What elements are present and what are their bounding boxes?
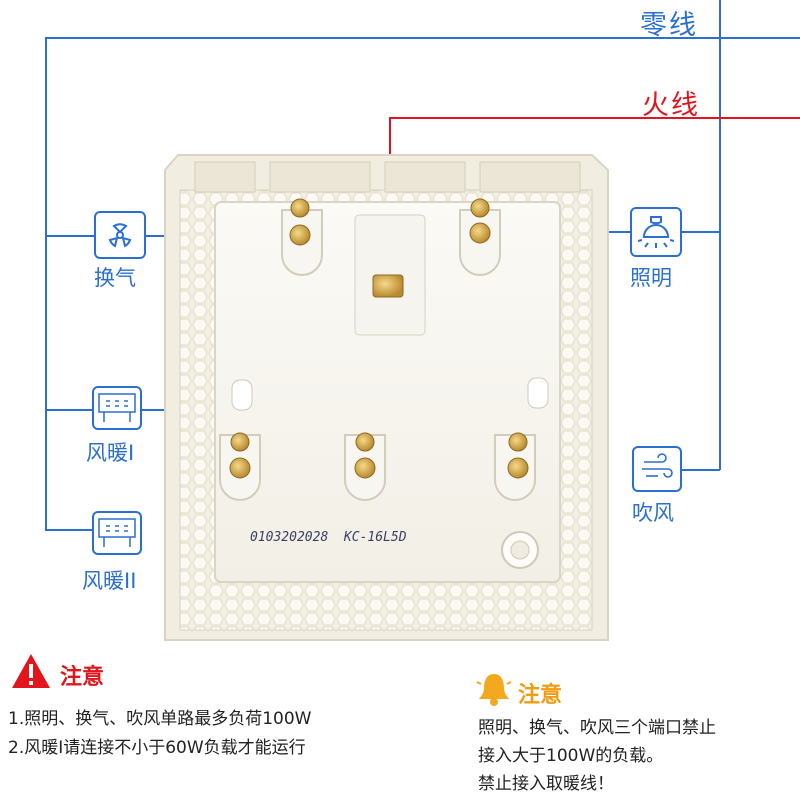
port-blower — [632, 446, 682, 492]
note-right-title: 注意 — [518, 683, 563, 708]
note-right-line-1: 照明、换气、吹风三个端口禁止 — [478, 718, 716, 738]
heater-icon — [98, 393, 136, 422]
note-left-line-2: 2.风暖I请连接不小于60W负载才能运行 — [8, 738, 306, 758]
note-right-line-2: 接入大于100W的负载。 — [478, 746, 664, 766]
port-blower-label: 吹风 — [632, 501, 674, 525]
port-lighting-label: 照明 — [630, 266, 672, 290]
port-ventilation-label: 换气 — [94, 266, 136, 290]
live-wire-label: 火线 — [642, 90, 700, 121]
neutral-wire-label: 零线 — [640, 10, 698, 41]
wind-icon — [642, 453, 673, 478]
port-heater-2-label: 风暖II — [82, 569, 137, 593]
bell-icon — [476, 674, 512, 706]
note-left-line-1: 1.照明、换气、吹风单路最多负荷100W — [8, 709, 312, 729]
port-heater-2 — [92, 511, 142, 555]
port-ventilation — [94, 211, 146, 259]
fan-icon — [108, 223, 132, 248]
note-right-line-3: 禁止接入取暖线！ — [478, 774, 614, 794]
port-lighting — [630, 207, 682, 257]
heater-icon — [98, 518, 136, 547]
lamp-icon — [637, 216, 675, 248]
port-heater-1 — [92, 386, 142, 430]
warning-triangle-icon — [12, 654, 50, 688]
note-left-title: 注意 — [60, 665, 105, 690]
serial-number: 0103202028 KC-16L5D — [250, 530, 407, 545]
switch-back-photo — [164, 154, 609, 641]
port-heater-1-label: 风暖I — [86, 441, 135, 465]
